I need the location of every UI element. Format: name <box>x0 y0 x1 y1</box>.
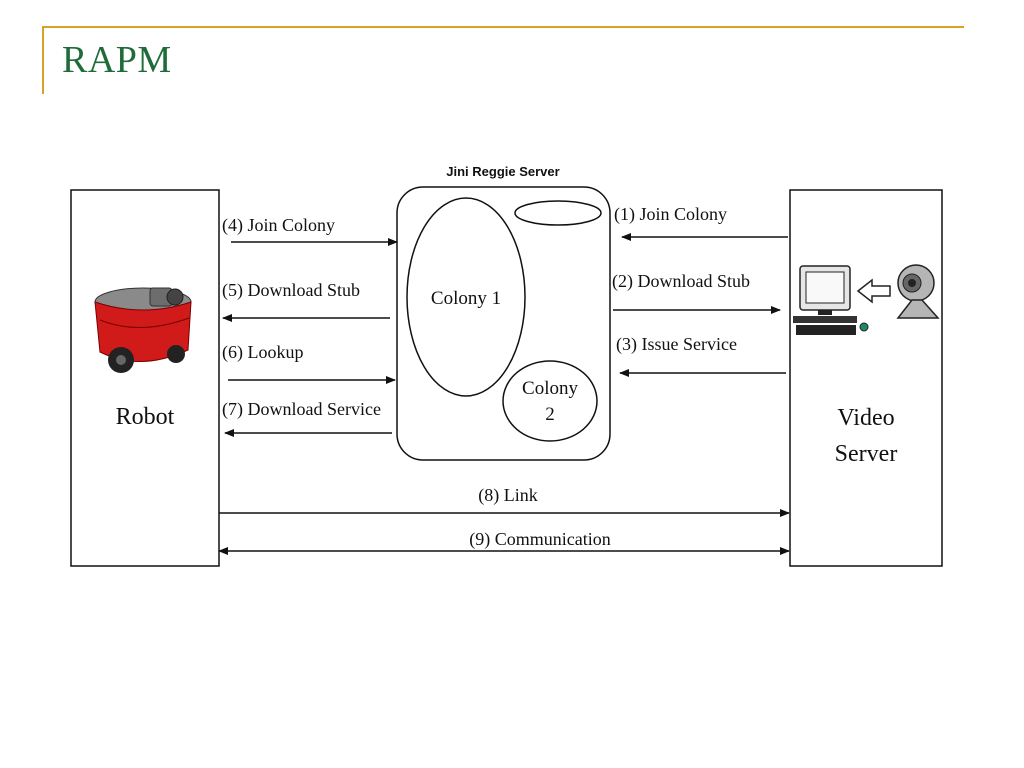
robot-icon <box>94 287 192 373</box>
computer-icon <box>793 265 869 335</box>
step-3-label: (3) Issue Service <box>616 334 737 355</box>
slide-title: RAPM <box>62 39 172 81</box>
left-hollow-arrow-icon <box>856 278 891 304</box>
jini-server-label: Jini Reggie Server <box>446 164 559 179</box>
title-accent-bar <box>42 26 44 94</box>
video-server-box <box>789 189 943 567</box>
robot-box <box>70 189 220 567</box>
video-server-label-line2: Server <box>835 441 898 467</box>
top-rule <box>44 26 964 28</box>
robot-label: Robot <box>116 404 175 430</box>
step-1-label: (1) Join Colony <box>614 204 727 225</box>
colony-2-label-line1: Colony <box>522 378 578 399</box>
small-ellipse <box>514 200 602 226</box>
step-2-label: (2) Download Stub <box>612 271 750 292</box>
step-9-label: (9) Communication <box>469 529 610 550</box>
colony-1-ellipse <box>406 197 526 397</box>
step-4-label: (4) Join Colony <box>222 215 335 236</box>
step-5-label: (5) Download Stub <box>222 280 360 301</box>
webcam-icon <box>896 264 940 319</box>
step-6-label: (6) Lookup <box>222 342 303 363</box>
jini-server-box <box>396 186 611 461</box>
colony-2-circle <box>502 360 598 442</box>
video-server-label-line1: Video <box>837 405 894 431</box>
step-7-label: (7) Download Service <box>222 399 381 420</box>
step-8-label: (8) Link <box>478 485 537 506</box>
colony-1-label: Colony 1 <box>431 288 501 309</box>
colony-2-label-line2: 2 <box>545 404 555 425</box>
